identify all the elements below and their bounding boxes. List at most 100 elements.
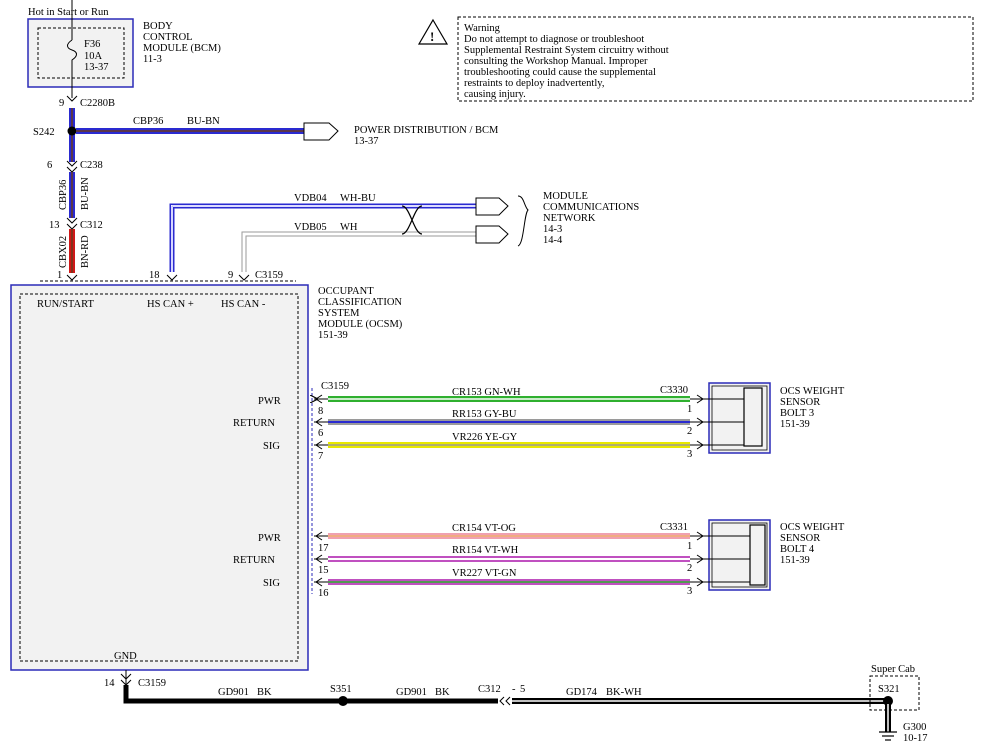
network-ref-1: 14-3 [543, 224, 562, 235]
c3331-pin3-arrow-icon [690, 577, 704, 587]
vr227-label: VR227 VT-GN [452, 568, 517, 579]
c238-name: C238 [80, 160, 103, 171]
sensor4-title-1: OCS WEIGHT [780, 522, 845, 533]
sensor3-symbol [743, 387, 763, 447]
c312-bottom-dash: - [512, 684, 516, 695]
power-dist-ref: 13-37 [354, 136, 379, 147]
bcm-label-1: BODY [143, 21, 173, 32]
gd174-color: BK-WH [606, 687, 642, 698]
ocsm-pin1-connector-icon [66, 274, 78, 281]
c2280b-pin: 9 [59, 98, 64, 109]
cbp36-v-circuit: CBP36 [58, 180, 69, 210]
g300-label: G300 [903, 722, 926, 733]
power-distribution-connector-icon [303, 122, 339, 141]
c3330-pin-1: 1 [687, 404, 692, 415]
vdb05-circuit: VDB05 [294, 222, 327, 233]
network-ref-2: 14-4 [543, 235, 563, 246]
c3331-pin-1: 1 [687, 541, 692, 552]
g300-ref: 10-17 [903, 733, 928, 744]
s3-pin-label-return: RETURN [233, 418, 275, 429]
cbp36-h-circuit: CBP36 [133, 116, 163, 127]
vdb05-connector-icon [475, 225, 509, 244]
sensor4-title-2: SENSOR [780, 533, 820, 544]
c3159-gnd-pin: 14 [104, 678, 115, 689]
c3330-pin2-arrow-icon [690, 417, 704, 427]
fuse-id: F36 [84, 39, 100, 50]
cr154-label: CR154 VT-OG [452, 523, 516, 534]
warning-line-5: troubleshooting could cause the suppleme… [464, 67, 656, 78]
c3159-pin-9: 9 [228, 270, 233, 281]
warning-line-2: Do not attempt to diagnose or troublesho… [464, 34, 644, 45]
cbp36-h-color: BU-BN [187, 116, 220, 127]
s3-ocsm-pin-sig: 7 [318, 451, 323, 462]
vdb04-wire [169, 203, 476, 272]
vdb04-color: WH-BU [340, 193, 376, 204]
c312-bottom-name: C312 [478, 684, 501, 695]
c3330-pin-2: 2 [687, 426, 692, 437]
c3330-pin3-arrow-icon [690, 440, 704, 450]
c3330-pin-3: 3 [687, 449, 692, 460]
cr153-label: CR153 GN-WH [452, 387, 521, 398]
bcm-label-2: CONTROL [143, 32, 193, 43]
s4-pin-label-pwr: PWR [258, 533, 281, 544]
gd174-circuit: GD174 [566, 687, 598, 698]
s3-pin-return-arrow-icon [315, 417, 323, 427]
cbx02-color: BN-RD [80, 235, 91, 268]
c312-top-pin: 13 [49, 220, 60, 231]
c3330-name: C3330 [660, 385, 688, 396]
s4-pin-label-sig: SIG [263, 578, 280, 589]
c2280b-name: C2280B [80, 98, 115, 109]
bcm-label-3: MODULE (BCM) [143, 43, 221, 54]
s3-pin-sig-arrow-icon [315, 440, 323, 450]
c2280b-connector-icon [66, 95, 78, 102]
ocsm-inner-box [19, 293, 299, 662]
s3-pin-label-pwr: PWR [258, 396, 281, 407]
ocsm-title-1: OCCUPANT [318, 286, 374, 297]
ocsm-pin1-label: 1 [57, 270, 62, 281]
sensor4-symbol [749, 524, 766, 586]
power-source-label: Hot in Start or Run [28, 7, 109, 18]
s4-pin-label-return: RETURN [233, 555, 275, 566]
hs-can-minus-connector-icon [238, 274, 250, 281]
super-cab-label: Super Cab [871, 664, 915, 675]
c238-pin: 6 [47, 160, 52, 171]
ocsm-pin-hs-can-minus: HS CAN - [221, 299, 266, 310]
sensor3-title-2: SENSOR [780, 397, 820, 408]
network-bracket [517, 195, 529, 247]
c312-top-name: C312 [80, 220, 103, 231]
bcm-ref: 11-3 [143, 54, 162, 65]
network-label-3: NETWORK [543, 213, 596, 224]
c3331-pin-2: 2 [687, 563, 692, 574]
c3159-pin-18: 18 [149, 270, 160, 281]
gd901-wire [123, 685, 498, 704]
ocsm-title-2: CLASSIFICATION [318, 297, 402, 308]
vr226-label: VR226 YE-GY [452, 432, 518, 443]
sensor4-title-3: BOLT 4 [780, 544, 815, 555]
c312-top-connector-icon [66, 217, 78, 224]
warning-line-6: restraints to deploy inadvertently, [464, 78, 604, 89]
gd901-b-circuit: GD901 [396, 687, 427, 698]
vdb04-connector-icon [475, 197, 509, 216]
c312-bottom-connector-icon [499, 696, 505, 706]
ocsm-module-box [10, 284, 309, 671]
sensor3-module-box [708, 382, 771, 454]
gd901-a-circuit: GD901 [218, 687, 249, 698]
network-label-2: COMMUNICATIONS [543, 202, 639, 213]
s3-pin-label-sig: SIG [263, 441, 280, 452]
ocsm-pin-gnd: GND [114, 651, 137, 662]
s4-pin-return-arrow-icon [315, 554, 323, 564]
ocsm-title-5: 151-39 [318, 330, 348, 341]
fuse-rating: 10A [84, 51, 103, 62]
c3159-right-name: C3159 [321, 381, 349, 392]
s4-pin-sig-arrow-icon [315, 577, 323, 587]
power-dist-label: POWER DISTRIBUTION / BCM [354, 125, 499, 136]
vdb05-wire [241, 231, 476, 272]
s242-label: S242 [33, 127, 55, 138]
c3331-name: C3331 [660, 522, 688, 533]
s351-label: S351 [330, 684, 352, 695]
c238-connector-icon [66, 160, 78, 167]
gd901-a-color: BK [257, 687, 272, 698]
c3331-pin1-arrow-icon [690, 531, 704, 541]
